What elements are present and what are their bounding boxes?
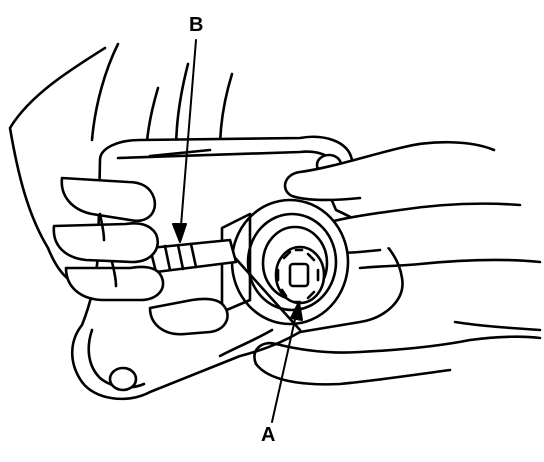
leader-b: [179, 39, 197, 239]
lower-hand: [253, 335, 542, 386]
arrow-b: [172, 223, 187, 243]
arrow-a: [290, 301, 303, 321]
gear-hub: [274, 245, 326, 305]
leader-lines: [172, 39, 303, 423]
finger-upper: [283, 140, 496, 202]
callout-label-b: B: [189, 14, 204, 36]
bolt-hole-bottom: [108, 366, 138, 392]
finger-left-bottom: [148, 297, 229, 336]
callout-label-a: A: [261, 424, 276, 446]
finger-thumb: [358, 258, 542, 270]
finger-left-low: [64, 265, 165, 302]
drive-shaft: [148, 238, 238, 274]
left-hand-outline: [8, 46, 107, 250]
left-fingers: [52, 176, 229, 336]
leader-a: [271, 305, 299, 423]
finger-index: [317, 202, 522, 255]
finger-left-mid: [52, 222, 159, 264]
finger-left-top: [60, 176, 157, 223]
